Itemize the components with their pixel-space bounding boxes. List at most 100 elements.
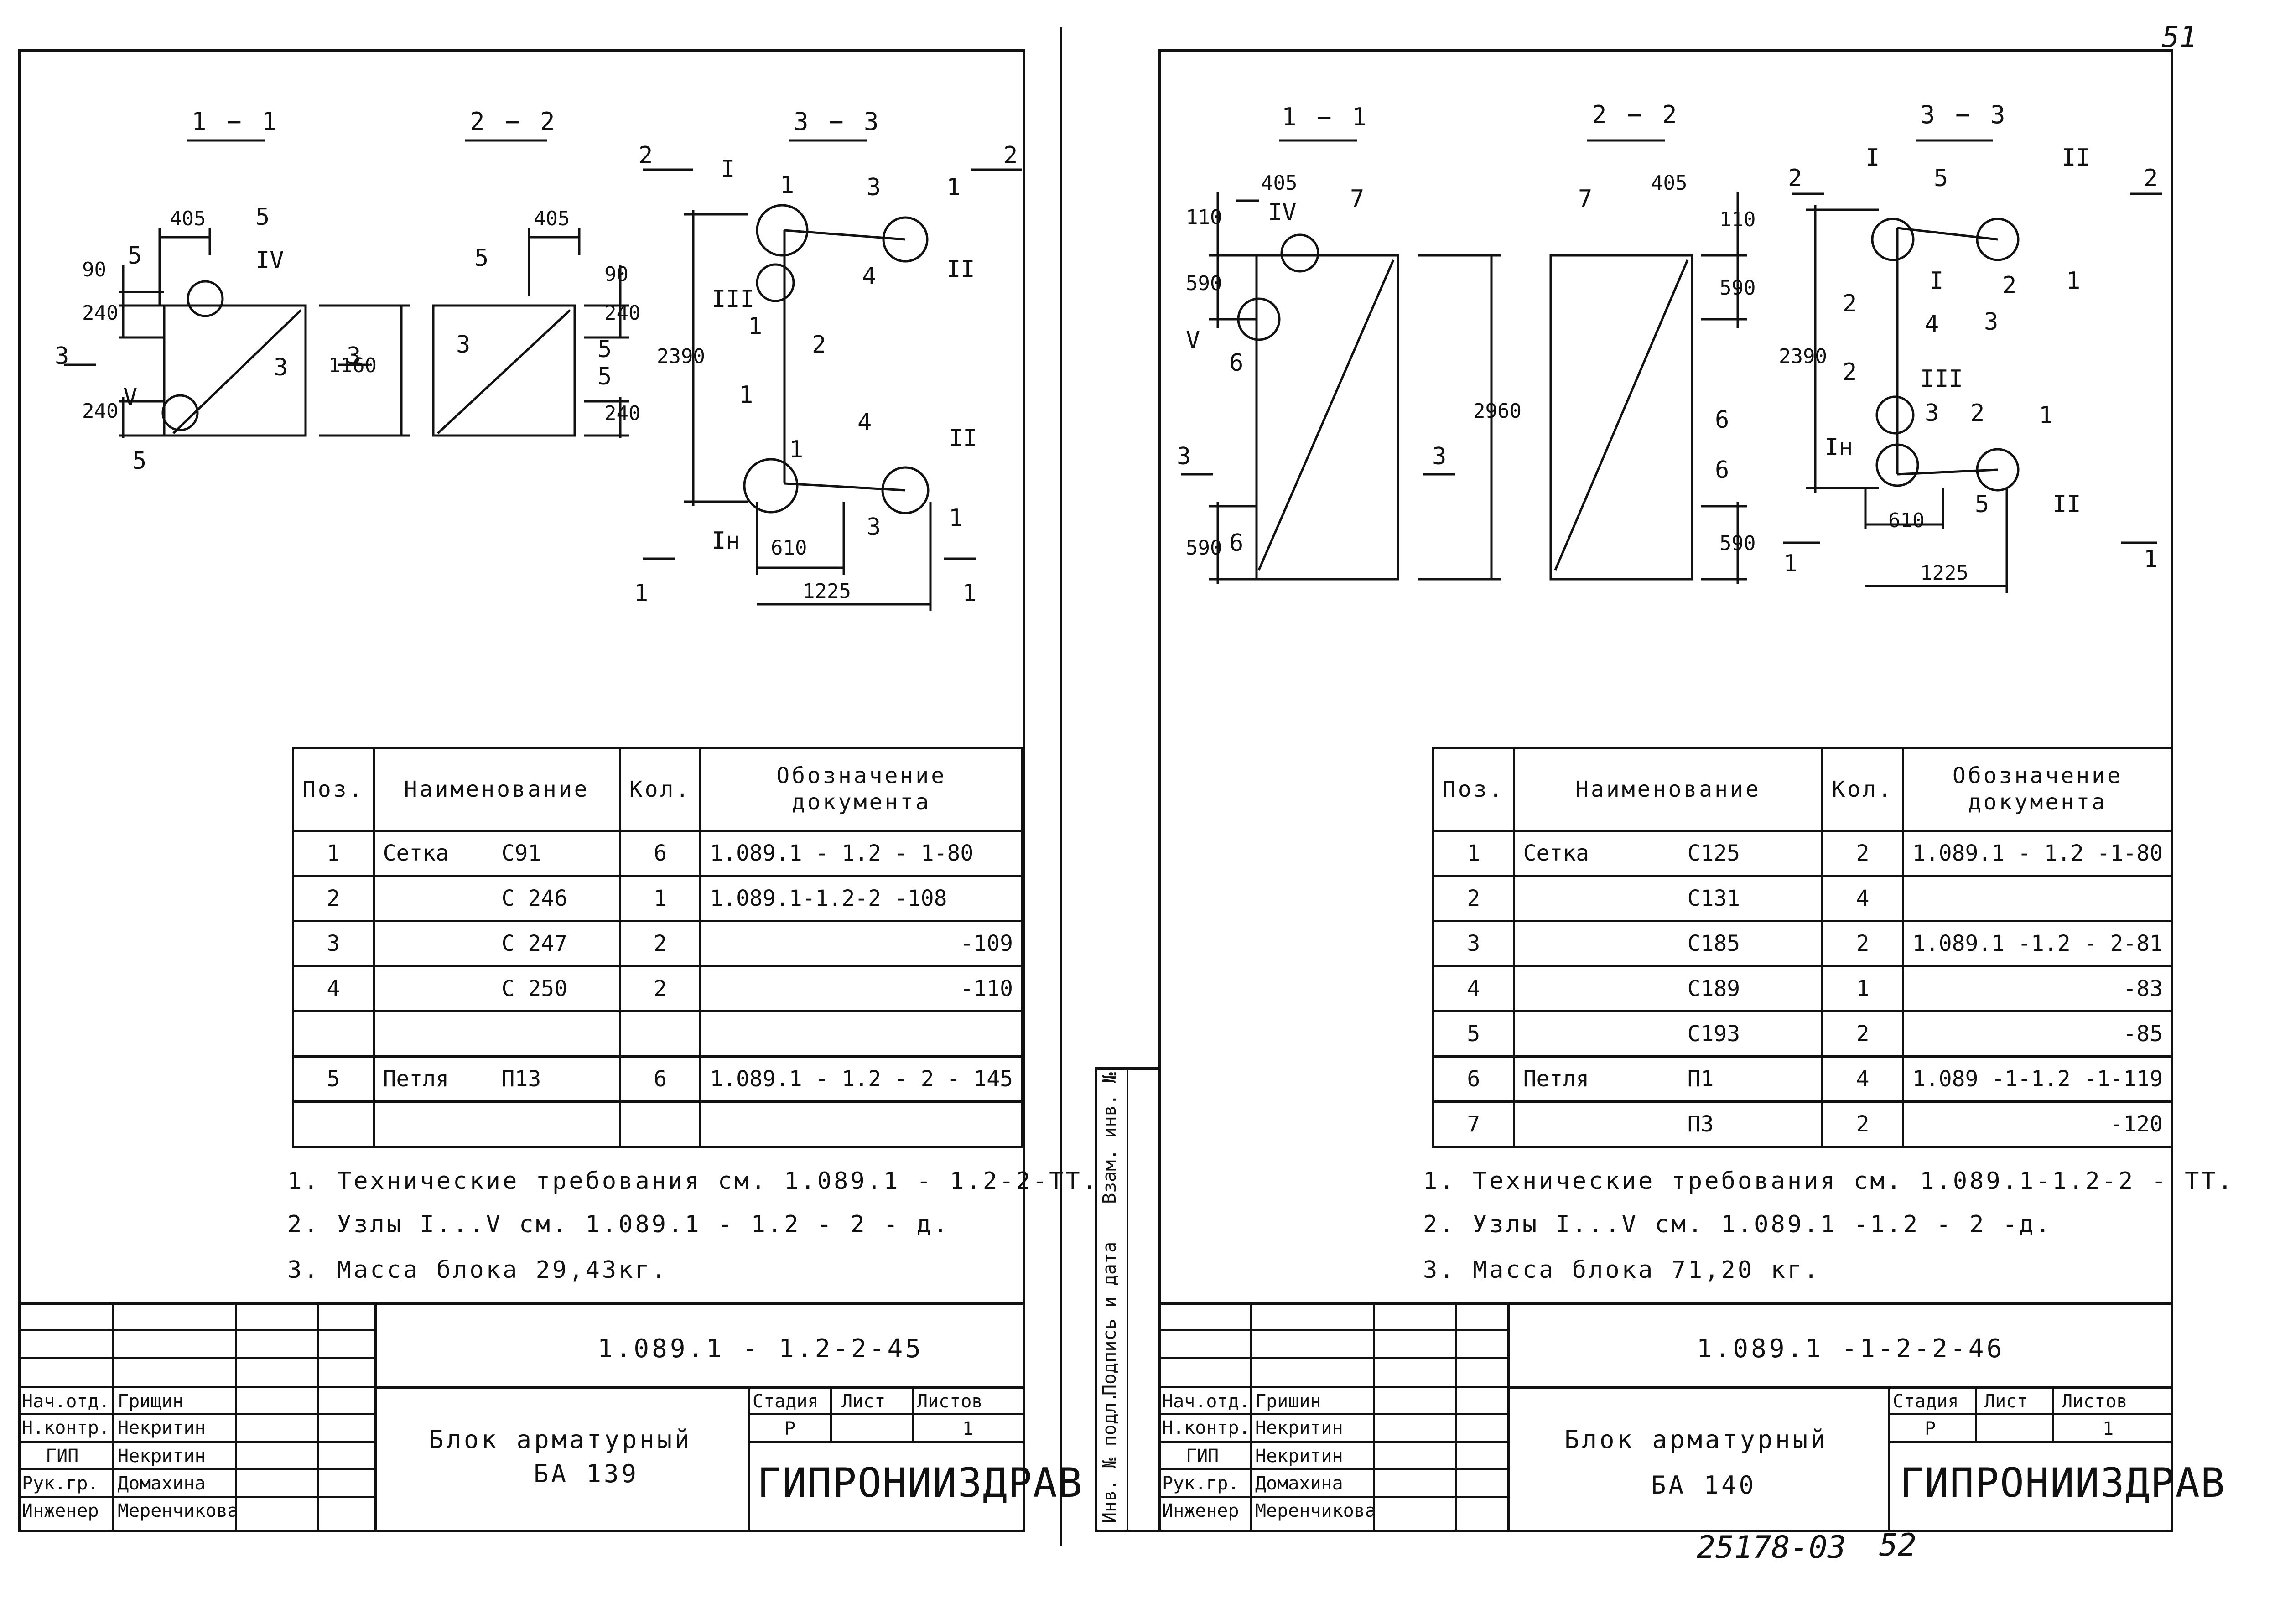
title-block-line bbox=[1888, 1386, 1890, 1532]
title-block-line bbox=[1507, 1302, 1510, 1532]
section-1-1-label: 1 − 1 bbox=[192, 107, 280, 136]
mark-1: 1 bbox=[2039, 402, 2053, 429]
mark-3: 3 bbox=[867, 174, 881, 201]
title-block-line bbox=[1158, 1357, 1507, 1359]
mark-5: 5 bbox=[597, 336, 612, 363]
node-i-lower: Iн bbox=[712, 527, 740, 555]
title-block-line bbox=[1158, 1468, 1507, 1470]
cell-pos: 3 bbox=[292, 920, 375, 967]
cell-doc: 1.089.1 -1.2 - 2-81 bbox=[1901, 920, 2174, 967]
dim-240-s2-top: 240 bbox=[604, 301, 641, 325]
cell-pos: 1 bbox=[1432, 830, 1515, 877]
note-2: 2. Узлы I...V см. 1.089.1 - 1.2 - 2 - д. bbox=[287, 1211, 950, 1238]
mark-5: 5 bbox=[132, 447, 147, 475]
stage-label: Стадия bbox=[753, 1391, 819, 1412]
cell-qty: 4 bbox=[1821, 1055, 1904, 1103]
cell-doc: -83 bbox=[1901, 965, 2174, 1012]
stage-value: Р bbox=[784, 1418, 796, 1439]
cell-name: П3 bbox=[1512, 1100, 1824, 1148]
cell-doc bbox=[699, 1100, 1023, 1148]
cell-name: С 250 bbox=[372, 965, 621, 1012]
mark-5: 5 bbox=[1975, 491, 1989, 518]
col-name: Наименование bbox=[372, 747, 621, 832]
title-block-line bbox=[18, 1329, 374, 1331]
mark-5: 5 bbox=[474, 244, 489, 272]
col-doc: Обозначение документа bbox=[1901, 747, 2174, 832]
section-2-2-label: 2 − 2 bbox=[470, 107, 558, 136]
cell-pos: 4 bbox=[1432, 965, 1515, 1012]
title-block bbox=[1158, 1302, 2173, 1532]
note-3: 3. Масса блока 71,20 кг. bbox=[1423, 1256, 1821, 1284]
node-iv: IV bbox=[1268, 199, 1297, 226]
name-head-dept: Грищин bbox=[118, 1391, 184, 1412]
drawing-title-line2: БА 139 bbox=[534, 1459, 639, 1488]
mark-1: 1 bbox=[949, 504, 963, 532]
mark-5: 5 bbox=[1934, 165, 1948, 192]
side-stamp-line bbox=[1127, 1067, 1128, 1532]
sheets-total-value: 1 bbox=[962, 1418, 974, 1439]
cell-pos: 2 bbox=[292, 875, 375, 922]
page-number-bottom: 52 bbox=[1879, 1527, 1916, 1563]
title-block-line bbox=[374, 1302, 377, 1532]
mark-5: 5 bbox=[128, 242, 142, 270]
title-block-line bbox=[748, 1441, 1025, 1443]
col-qty: Кол. bbox=[1821, 747, 1904, 832]
cell-qty bbox=[618, 1010, 702, 1058]
title-block-line bbox=[1158, 1386, 1507, 1388]
table-row bbox=[292, 1100, 1023, 1148]
cell-qty: 1 bbox=[1821, 965, 1904, 1012]
item-mark: С 250 bbox=[501, 976, 568, 1001]
item-mark: С189 bbox=[1687, 976, 1740, 1001]
dim-590-bottom: 590 bbox=[1186, 536, 1222, 560]
sheet-label: Лист bbox=[1984, 1391, 2028, 1412]
cell-qty: 2 bbox=[1821, 1010, 1904, 1058]
dim-610: 610 bbox=[1888, 509, 1925, 532]
title-block-line bbox=[1888, 1413, 2173, 1415]
dim-405: 405 bbox=[170, 207, 206, 230]
cell-qty: 2 bbox=[1821, 920, 1904, 967]
mark-3: 3 bbox=[274, 354, 288, 381]
mark-1: 1 bbox=[946, 174, 961, 201]
name-chief-engineer: Некритин bbox=[118, 1446, 206, 1467]
cell-doc: 1.089.1 - 1.2 - 2 - 145 bbox=[699, 1055, 1023, 1103]
dim-2960: 2960 bbox=[1473, 400, 1522, 423]
cell-pos: 3 bbox=[1432, 920, 1515, 967]
node-i-lower: Iн bbox=[1824, 434, 1853, 461]
mark-4: 4 bbox=[862, 263, 877, 290]
dim-90-s2: 90 bbox=[604, 263, 628, 286]
cell-doc bbox=[699, 1010, 1023, 1058]
cell-doc: 1.089.1-1.2-2 -108 bbox=[699, 875, 1023, 922]
cell-name: С131 bbox=[1512, 875, 1824, 922]
cell-qty: 4 bbox=[1821, 875, 1904, 922]
mark-3: 3 bbox=[867, 514, 881, 541]
title-block-line bbox=[18, 1441, 374, 1443]
note-3: 3. Масса блока 29,43кг. bbox=[287, 1256, 669, 1284]
mark-7: 7 bbox=[1578, 185, 1593, 213]
section-3-3-label: 3 − 3 bbox=[794, 107, 882, 136]
cell-doc bbox=[1901, 875, 2174, 922]
title-block-line bbox=[18, 1386, 374, 1388]
node-iii: III bbox=[712, 285, 754, 313]
cell-doc: 1.089.1 - 1.2 - 1-80 bbox=[699, 830, 1023, 877]
item-mark: П13 bbox=[501, 1066, 541, 1092]
sheets-label: Листов bbox=[917, 1391, 983, 1412]
role-norm-control: Н.контр. bbox=[22, 1417, 110, 1438]
table-header: Поз. Наименование Кол. Обозначение докум… bbox=[1432, 747, 2174, 832]
dim-590-s2-bottom: 590 bbox=[1719, 532, 1756, 555]
node-i: I bbox=[721, 156, 735, 183]
mark-1: 1 bbox=[789, 436, 804, 463]
role-engineer: Инженер bbox=[22, 1500, 99, 1521]
mark-2: 2 bbox=[2002, 272, 2017, 299]
cut-2-right: 2 bbox=[1003, 142, 1018, 169]
specification-table: Поз. Наименование Кол. Обозначение докум… bbox=[292, 747, 1023, 1148]
name-chief-engineer: Некритин bbox=[1255, 1446, 1343, 1467]
dim-405-s2: 405 bbox=[534, 207, 570, 230]
title-block-line bbox=[1975, 1386, 1977, 1441]
role-chief-engineer: ГИП bbox=[1186, 1446, 1219, 1467]
node-i-inner: I bbox=[1929, 267, 1944, 295]
